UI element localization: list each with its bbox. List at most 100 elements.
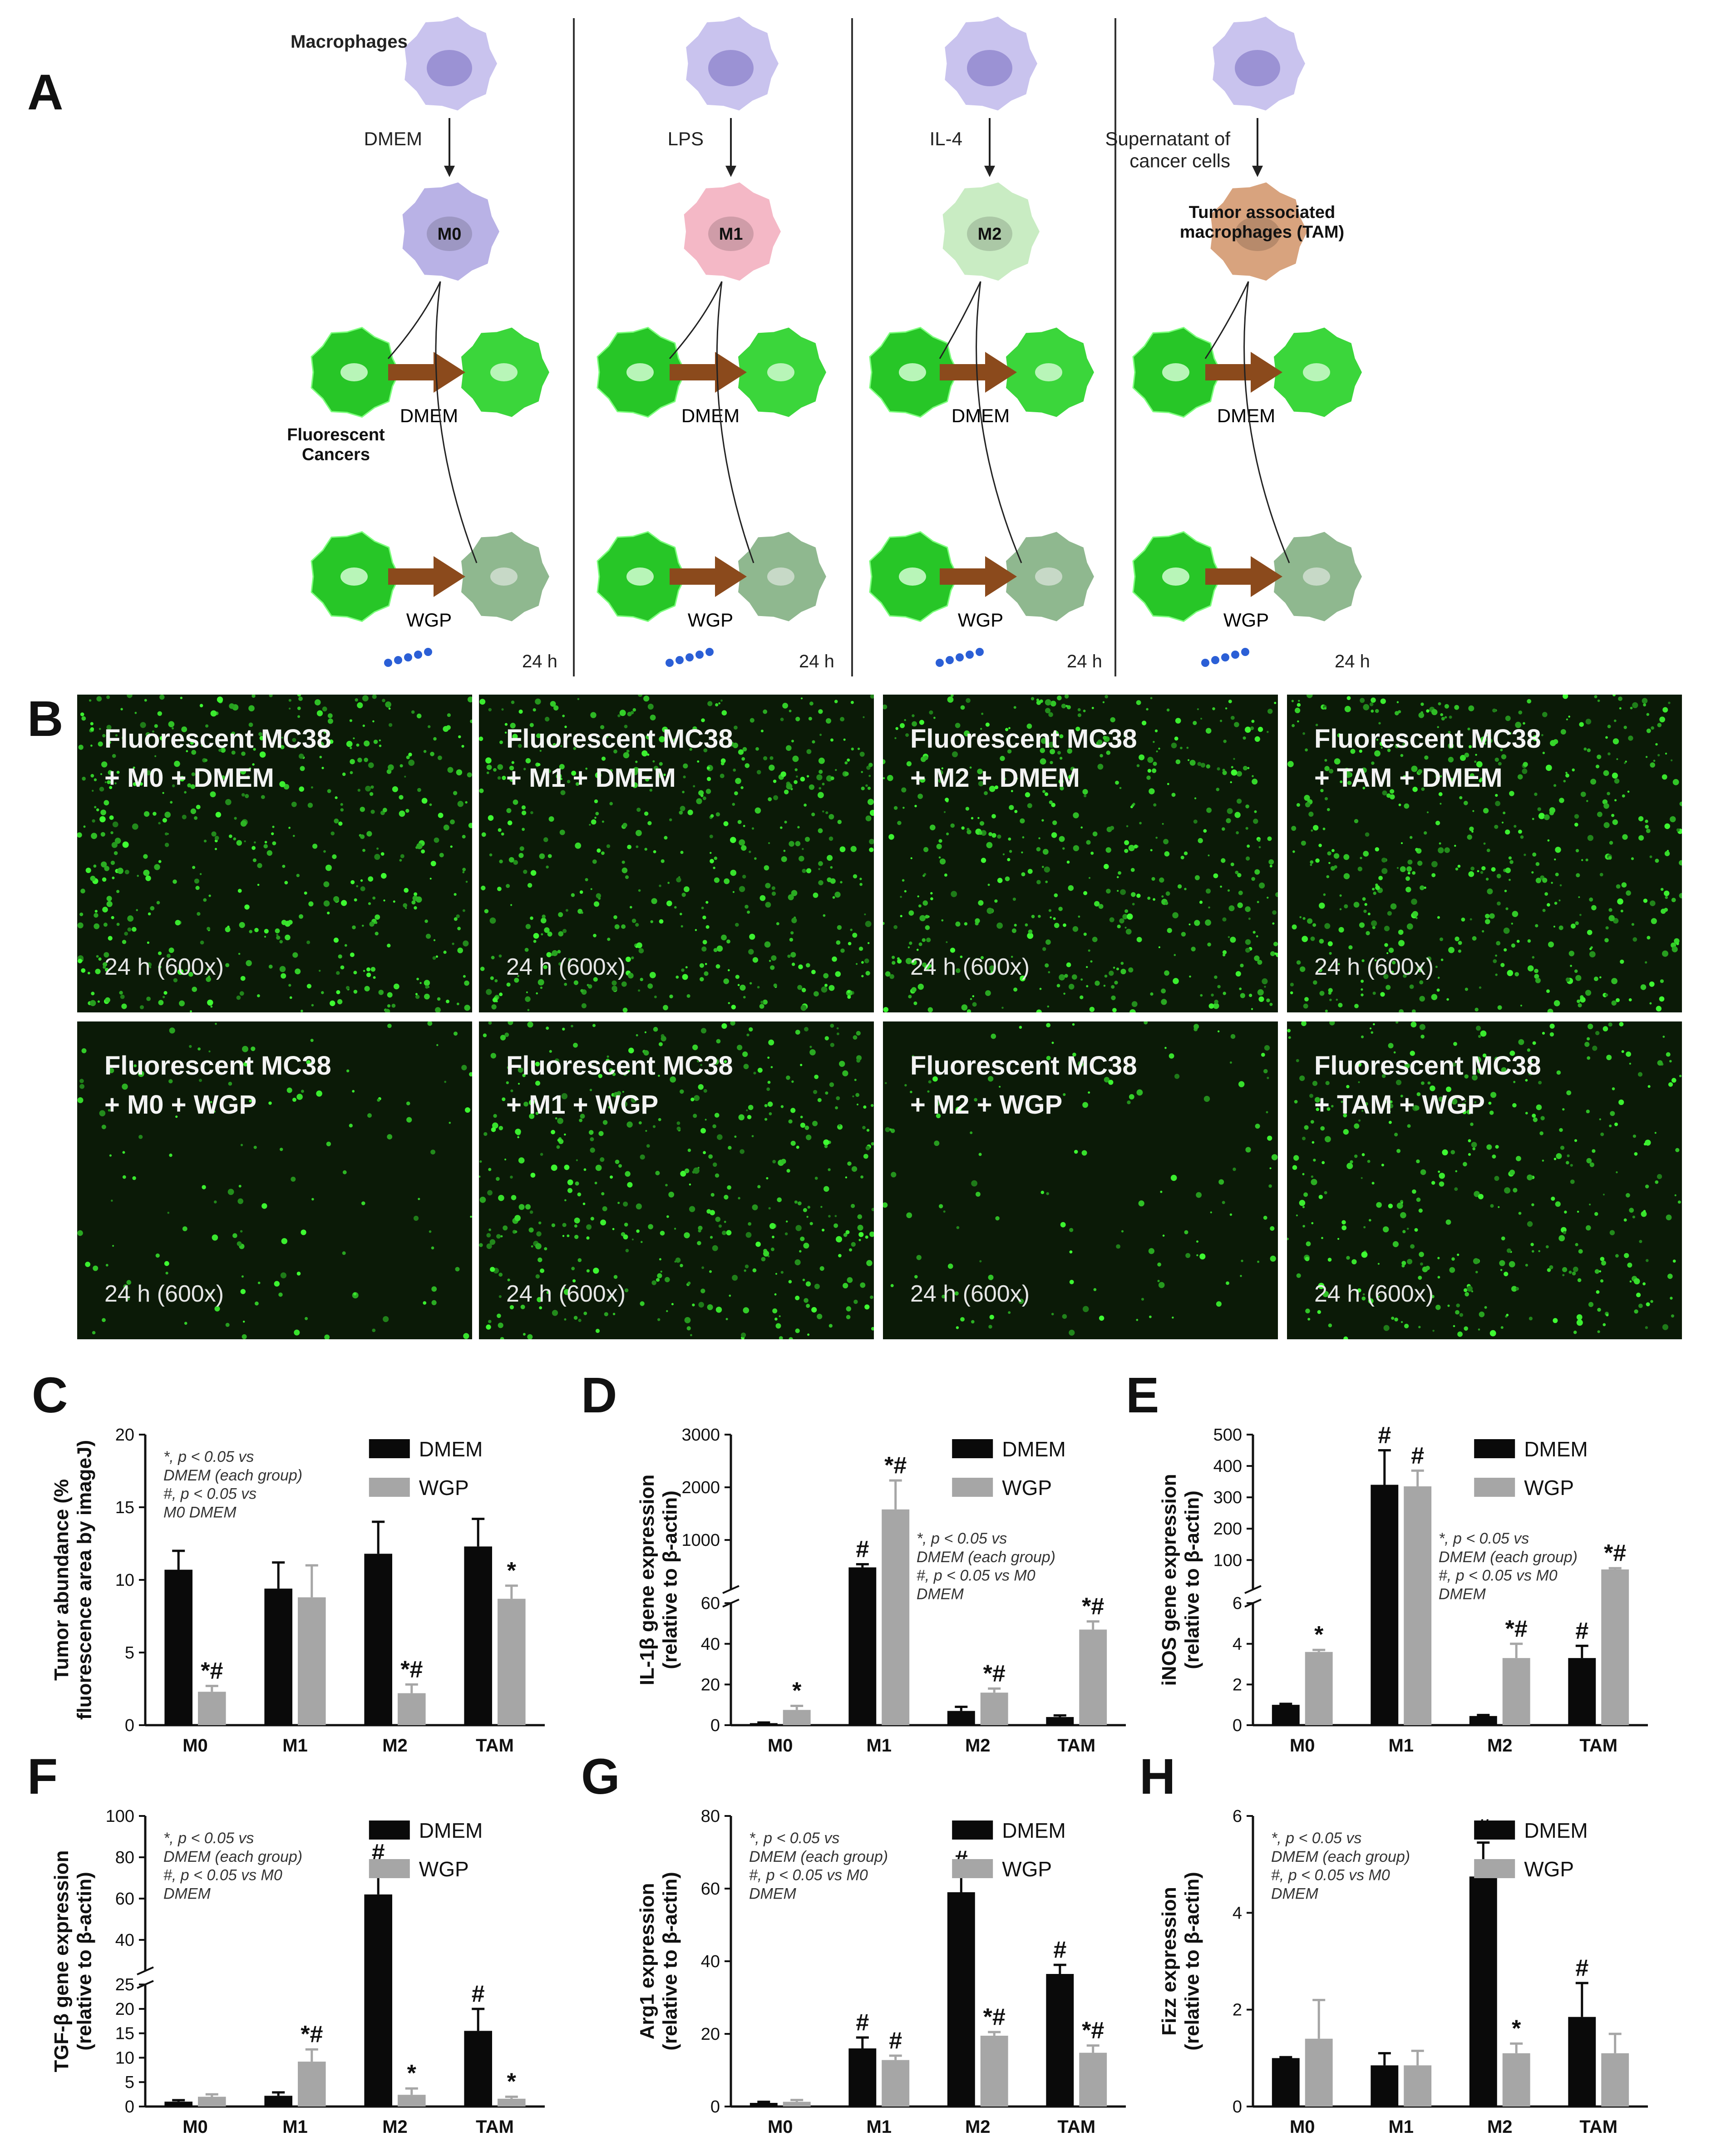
x-tick-label: M2 [382,2117,408,2137]
y-tick-label: 300 [1213,1488,1242,1507]
fluorescent-cancer-cell [597,531,686,622]
time-label: 24 h [799,651,834,671]
y-tick-label: 200 [1213,1520,1242,1539]
significance-marker: # [955,1846,968,1872]
transfer-arrow [388,556,465,597]
bar-wgp [298,1597,326,1725]
bar-wgp [498,2098,526,2107]
wgp-particle-icon [1241,648,1249,656]
y-tick-label: 2 [1233,1675,1242,1694]
flow-arrow [716,281,754,563]
y-tick-label: 10 [115,1571,134,1590]
polarized-cell-1 [402,182,499,281]
bar-wgp [1305,2038,1333,2107]
column-divider [851,18,853,676]
significance-marker: * [407,2060,417,2087]
significance-marker: # [472,1981,485,2007]
x-tick-label: TAM [476,2117,514,2137]
transfer-arrow [940,352,1017,393]
x-tick-label: M0 [1290,2117,1315,2137]
y-tick-label: 500 [1213,1426,1242,1445]
significance-marker: * [1314,1622,1324,1648]
y-tick-label: 0 [710,2097,720,2117]
wgp-particle-icon [384,659,392,667]
legend-swatch-dmem [1474,1439,1515,1458]
fluorescent-cancer-cell [311,326,400,418]
bar-dmem [1046,1717,1074,1725]
bar-wgp [980,1692,1008,1725]
bar-dmem [947,1892,975,2107]
panel-letter-e: E [1126,1367,1159,1423]
bar-wgp [1502,1658,1530,1725]
wgp-particle-icon [966,651,974,659]
wgp-particle-icon [1201,659,1209,667]
x-tick-label: M1 [866,1736,892,1756]
legend-swatch-wgp [1474,1859,1515,1878]
bar-wgp [882,1509,910,1725]
y-tick-label: 40 [115,1931,134,1950]
panel-letter-f: F [27,1749,58,1805]
transfer-arrow [670,556,747,597]
y-tick-label: 60 [701,1594,720,1613]
bar-wgp [1404,2065,1432,2107]
micrograph-magnification: 24 h (600x) [910,1281,1030,1307]
significance-marker: * [507,2068,517,2095]
bar-wgp [1079,1629,1107,1725]
legend-label-wgp: WGP [1002,1476,1052,1500]
y-tick-label: 5 [125,2073,134,2092]
legend-swatch-dmem [369,1439,410,1458]
y-tick-label: 20 [701,1675,720,1694]
y-tick-label: 60 [115,1890,134,1909]
dmem-label: DMEM [400,405,458,426]
micrograph-magnification: 24 h (600x) [1314,954,1434,980]
flow-arrow [387,281,441,359]
wgp-particle-icon [666,659,674,667]
fluorescent-cancer-cell [311,531,400,622]
micrograph-magnification: 24 h (600x) [1314,1281,1434,1307]
y-tick-label: 100 [1213,1551,1242,1570]
axis-break [1244,1585,1262,1594]
fluorescence-speckles [883,1021,1278,1336]
x-tick-label: M2 [382,1736,408,1756]
x-tick-label: M1 [282,2117,308,2137]
panel-letter-c: C [32,1367,68,1423]
significance-marker: # [889,2028,902,2054]
x-tick-label: TAM [1579,2117,1617,2137]
y-tick-label: 100 [106,1807,134,1826]
dmem-label: DMEM [681,405,740,426]
arrow-head [984,166,995,177]
wgp-particle-icon [394,656,402,664]
bar-dmem [1371,2065,1399,2107]
legend-swatch-dmem [1474,1821,1515,1840]
axis-break [1244,1598,1262,1608]
legend-swatch-wgp [952,1478,993,1497]
panel-letter-g: G [581,1749,620,1805]
macrophage-cell [404,16,497,111]
column-divider [1114,18,1116,676]
micrograph-title: Fluorescent MC38 + M2 + DMEM [910,724,1137,793]
treatment-label: IL-4 [930,128,962,149]
wgp-particle-icon [695,651,704,659]
fluorescent-cancer-cell [869,326,959,418]
legend-label-dmem: DMEM [419,1437,483,1461]
fluorescent-cancer-cell [597,326,686,418]
dmem-label: DMEM [1217,405,1275,426]
y-tick-label: 4 [1233,1904,1242,1923]
dimmed-cancer-cell [1274,532,1362,622]
bar-dmem [264,1589,292,1725]
arrow-head [1252,166,1263,177]
x-tick-label: M2 [965,2117,991,2137]
macrophage-cell [686,16,779,111]
panel-letter-d: D [581,1367,617,1423]
panel-letter-a: A [27,64,64,120]
y-tick-label: 5 [125,1643,134,1663]
significance-marker: # [856,2009,869,2036]
axis-break [722,1598,740,1608]
